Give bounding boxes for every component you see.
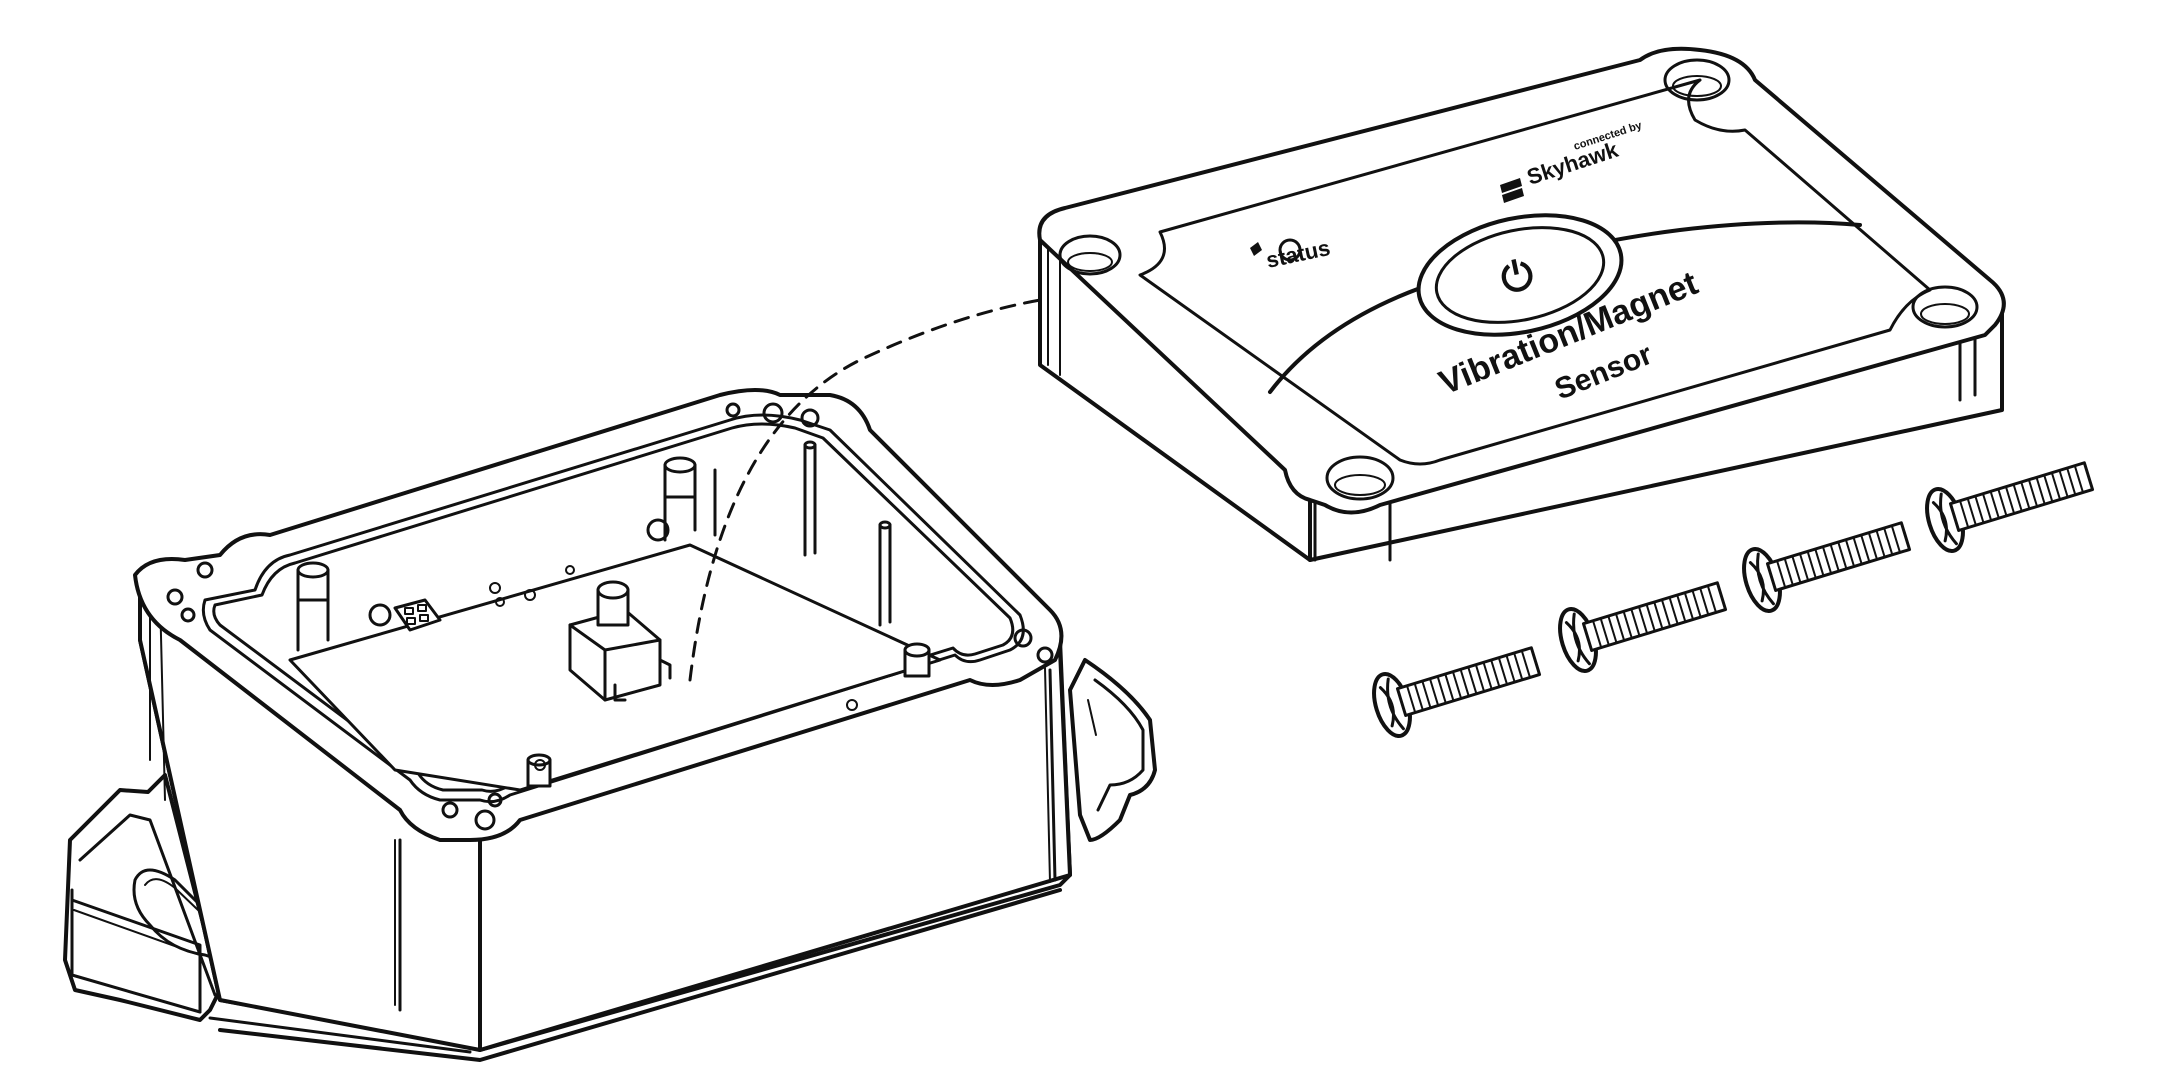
- rim-hole: [474, 809, 496, 831]
- power-button[interactable]: ⏻: [1407, 198, 1632, 352]
- rim-hole: [166, 588, 184, 606]
- lid-screw-hole: [1663, 58, 1731, 102]
- reed-switch: [393, 598, 442, 632]
- rim-hole: [1013, 628, 1033, 648]
- screw: [1925, 461, 2095, 553]
- push-button: [568, 580, 672, 702]
- rim-hole: [487, 792, 503, 808]
- internal-posts: [296, 440, 931, 788]
- enclosure-body: [133, 388, 1072, 1062]
- screws: [1372, 461, 2095, 738]
- rim-hole: [441, 801, 459, 819]
- pcb-components: [368, 518, 858, 771]
- lid-screw-hole: [1325, 455, 1395, 501]
- brand-mark-icon: [1500, 178, 1524, 203]
- rim-hole: [725, 402, 741, 418]
- rim-hole: [800, 408, 820, 428]
- enclosure-lid: status ⏻ Vibration/Magnet Sensor connect…: [1037, 46, 2006, 562]
- rim-hole: [762, 402, 784, 424]
- screw: [1372, 646, 1542, 738]
- rim-hole: [180, 607, 196, 623]
- screw: [1742, 521, 1912, 613]
- lid-screw-hole: [1058, 234, 1122, 276]
- mounting-flange-left: [63, 773, 294, 1022]
- rim-hole: [1036, 646, 1054, 664]
- screw: [1558, 581, 1728, 673]
- enclosure-base: [63, 388, 1157, 1062]
- lid-screw-hole: [1911, 285, 1979, 329]
- led-icon: [1250, 242, 1262, 256]
- rim-hole: [196, 561, 214, 579]
- mounting-flange-right: [1068, 658, 1157, 842]
